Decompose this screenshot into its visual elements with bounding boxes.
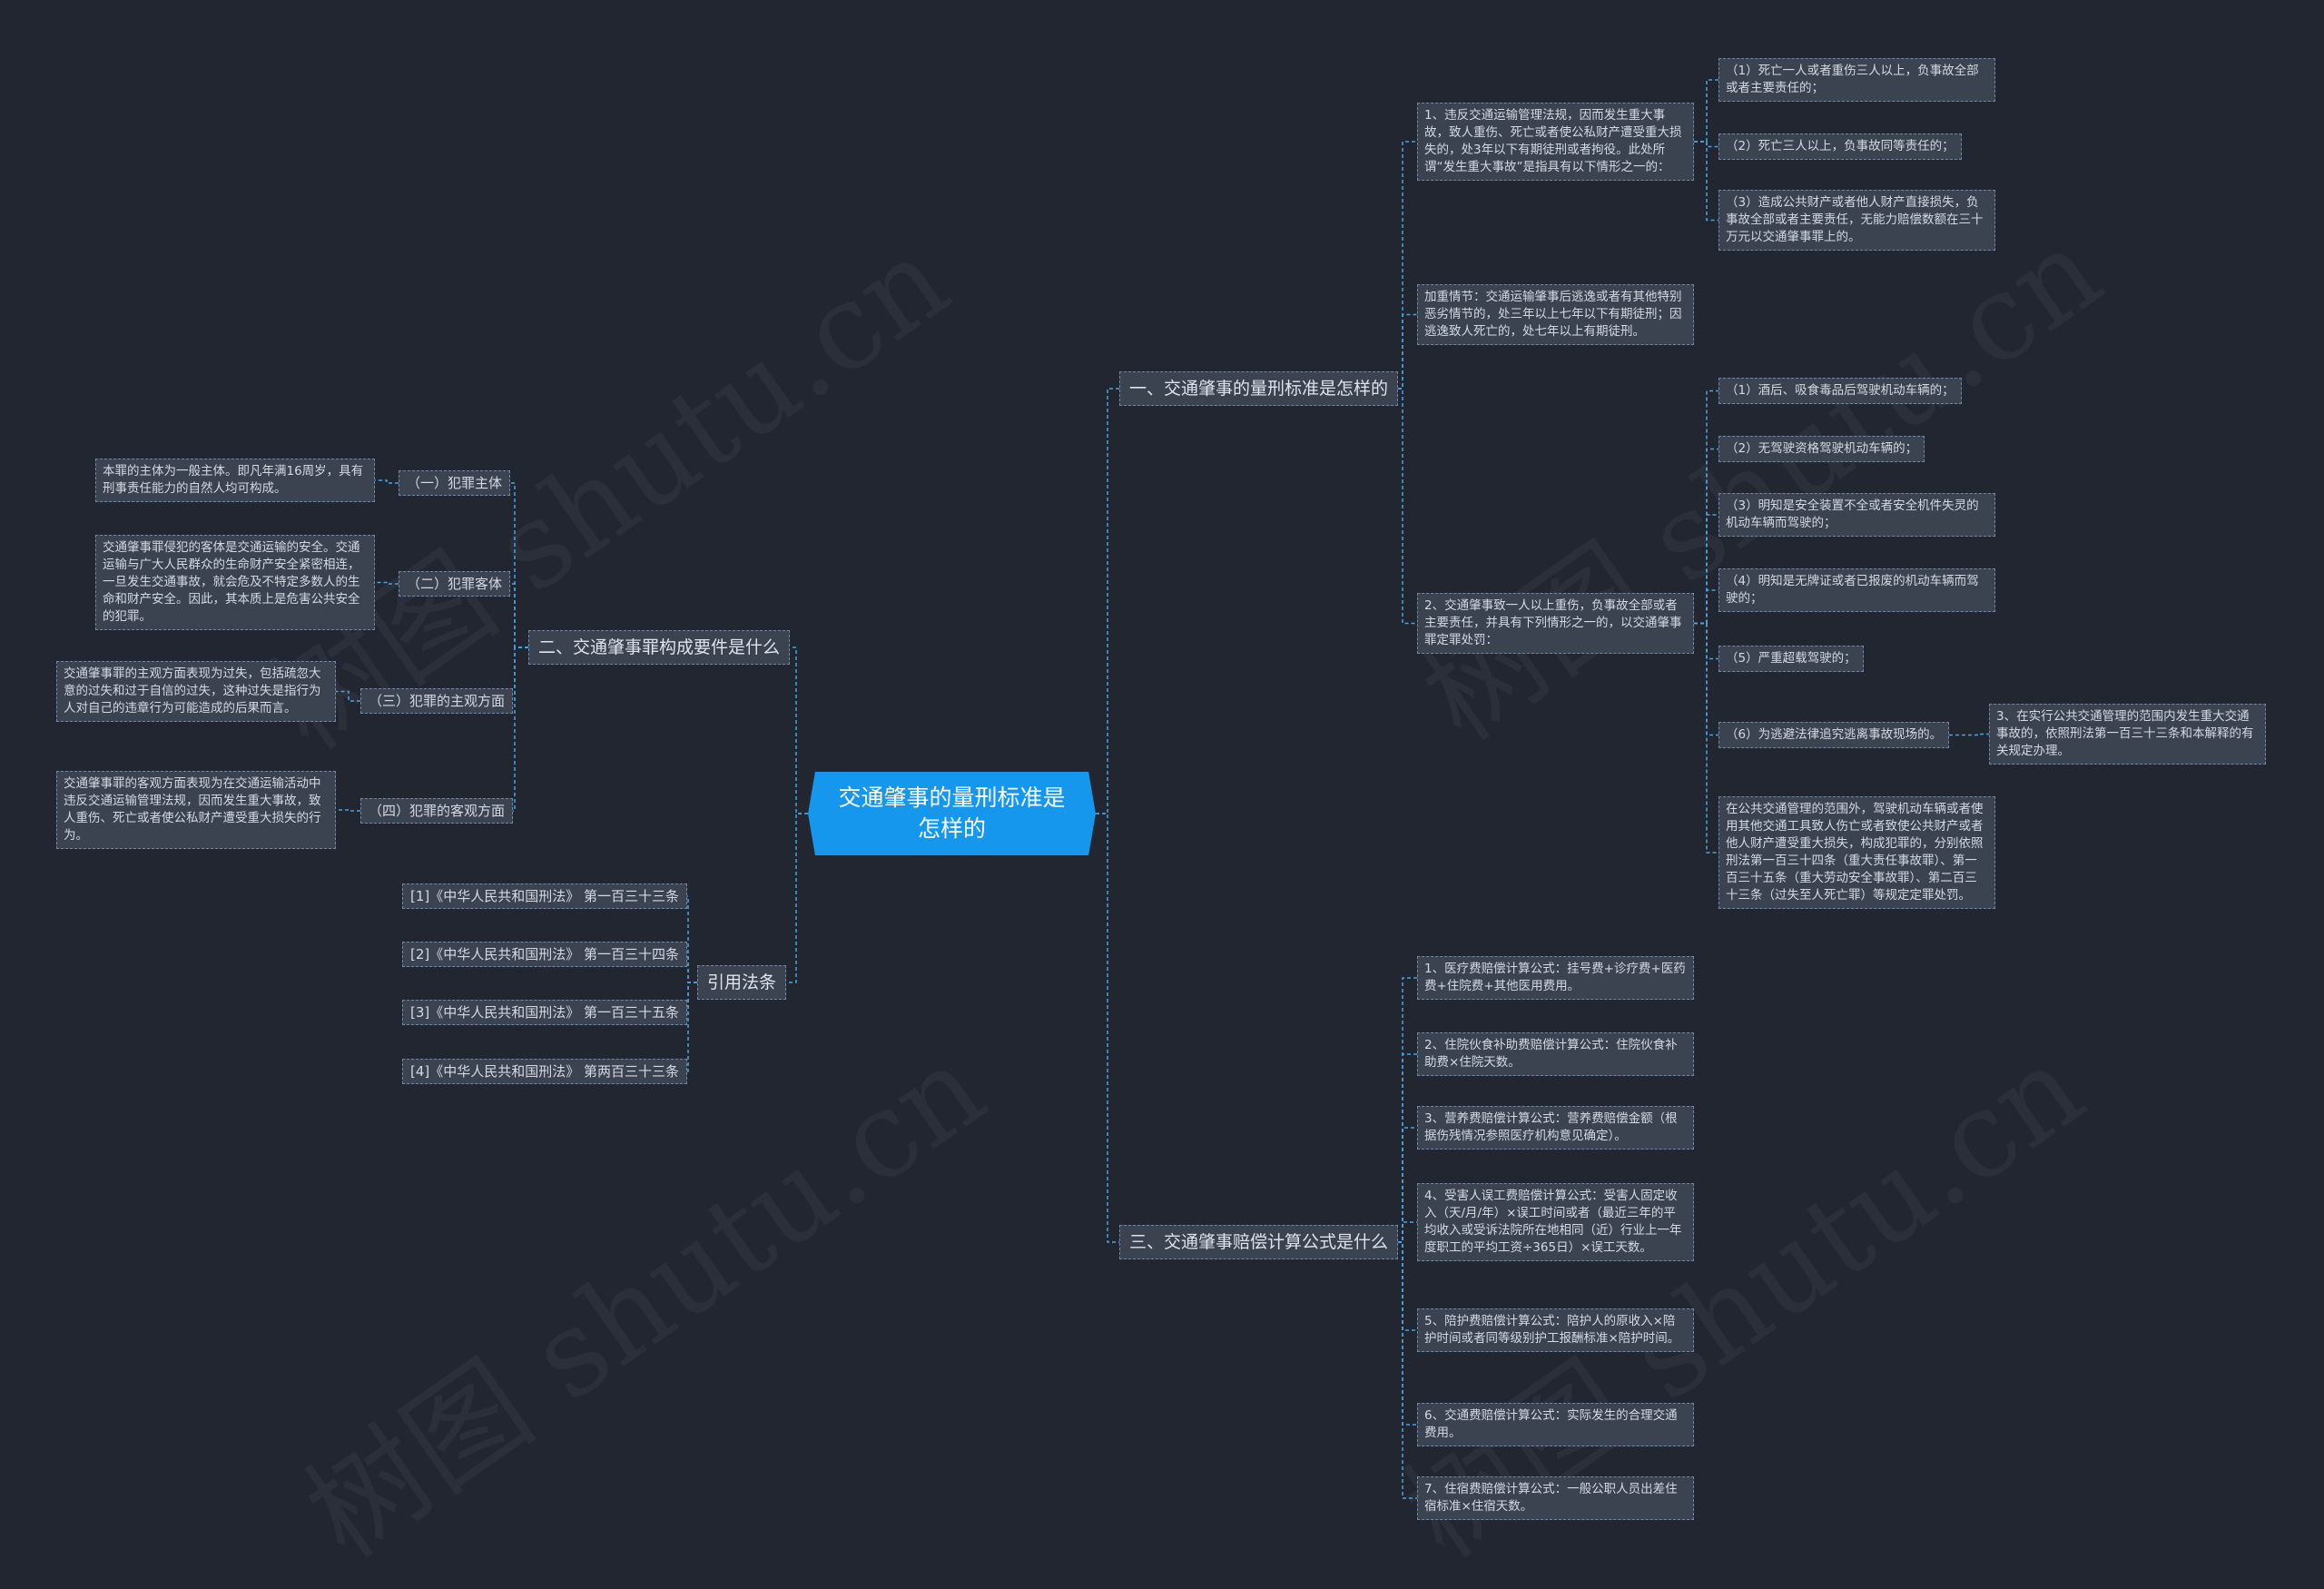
sentencing-item-2-sub[interactable]: （2）无驾驶资格驾驶机动车辆的； — [1718, 436, 1925, 462]
connector-line — [510, 482, 528, 648]
connector-line — [1398, 1221, 1417, 1243]
compensation-formula[interactable]: 3、营养费赔偿计算公式：营养费赔偿金额（根据伤残情况参照医疗机构意见确定）。 — [1417, 1106, 1694, 1150]
compensation-formula[interactable]: 4、受害人误工费赔偿计算公式：受害人固定收入（天/月/年）×误工时间或者（最近三… — [1417, 1183, 1694, 1261]
element-object[interactable]: （二）犯罪客体 — [399, 571, 511, 597]
connector-line — [336, 809, 360, 812]
compensation-formula[interactable]: 6、交通费赔偿计算公式：实际发生的合理交通费用。 — [1417, 1403, 1694, 1446]
connector-line — [1096, 813, 1119, 1243]
element-subject-text[interactable]: 本罪的主体为一般主体。即凡年满16周岁，具有刑事责任能力的自然人均可构成。 — [95, 459, 375, 502]
sentencing-item-1-sub[interactable]: （2）死亡三人以上，负事故同等责任的； — [1718, 133, 1962, 160]
compensation-formula[interactable]: 5、陪护费赔偿计算公式：陪护人的原收入×陪护时间或者同等级别护工报酬标准×陪护时… — [1417, 1308, 1694, 1352]
law-citation[interactable]: [4]《中华人民共和国刑法》 第两百三十三条 — [402, 1059, 688, 1084]
connector-line — [1694, 622, 1718, 660]
root-topic[interactable]: 交通肇事的量刑标准是怎样的 — [808, 772, 1096, 855]
element-subjective[interactable]: （三）犯罪的主观方面 — [360, 688, 514, 714]
connector-line — [513, 646, 528, 812]
sentencing-item-2[interactable]: 2、交通肇事致一人以上重伤，负事故全部或者主要责任，并具有下列情形之一的，以交通… — [1417, 593, 1694, 654]
connector-line — [1398, 1053, 1417, 1243]
branch-constitutive-elements[interactable]: 二、交通肇事罪构成要件是什么 — [528, 630, 791, 665]
element-subject[interactable]: （一）犯罪主体 — [399, 470, 511, 496]
connector-line — [1398, 313, 1417, 390]
connector-line — [1694, 622, 1718, 736]
connector-line — [1694, 141, 1718, 222]
element-subjective-text[interactable]: 交通肇事罪的主观方面表现为过失，包括疏忽大意的过失和过于自信的过失，这种过失是指… — [56, 661, 336, 722]
connector-line — [375, 479, 399, 484]
sentencing-item-2-sub[interactable]: 在公共交通管理的范围外，驾驶机动车辆或者使用其他交通工具致人伤亡或者致使公共财产… — [1718, 796, 1995, 909]
connector-line — [510, 583, 528, 648]
law-citation[interactable]: [3]《中华人民共和国刑法》 第一百三十五条 — [402, 1000, 688, 1025]
connector-line — [1694, 622, 1718, 854]
compensation-formula[interactable]: 7、住宿费赔偿计算公式：一般公职人员出差住宿标准×住宿天数。 — [1417, 1476, 1694, 1520]
connector-line — [1398, 1127, 1417, 1243]
sentencing-item-2-sub-detail[interactable]: 3、在实行公共交通管理的范围内发生重大交通事故的，依照刑法第一百三十三条和本解释… — [1989, 704, 2266, 765]
connector-line — [336, 690, 360, 702]
aggravating-circumstance[interactable]: 加重情节：交通运输肇事后逃逸或者有其他特别恶劣情节的，处三年以上七年以下有期徒刑… — [1417, 284, 1694, 345]
connector-line — [786, 813, 808, 983]
element-object-text[interactable]: 交通肇事罪侵犯的客体是交通运输的安全。交通运输与广大人民群众的生命财产安全紧密相… — [95, 535, 375, 630]
law-citation[interactable]: [1]《中华人民共和国刑法》 第一百三十三条 — [402, 883, 688, 909]
connector-line — [1096, 388, 1119, 814]
element-objective[interactable]: （四）犯罪的客观方面 — [360, 798, 514, 824]
compensation-formula[interactable]: 1、医疗费赔偿计算公式：挂号费+诊疗费+医药费+住院费+其他医用费用。 — [1417, 956, 1694, 1000]
connector-line — [375, 581, 399, 585]
connector-line — [1398, 141, 1417, 390]
sentencing-item-1-sub[interactable]: （3）造成公共财产或者他人财产直接损失，负事故全部或者主要责任，无能力赔偿数额在… — [1718, 190, 1995, 251]
branch-cited-laws[interactable]: 引用法条 — [697, 965, 787, 1000]
sentencing-item-2-sub[interactable]: （4）明知是无牌证或者已报废的机动车辆而驾驶的； — [1718, 568, 1995, 612]
compensation-formula[interactable]: 2、住院伙食补助费赔偿计算公式：住院伙食补助费×住院天数。 — [1417, 1032, 1694, 1076]
connector-line — [790, 646, 808, 814]
connector-line — [1398, 977, 1417, 1243]
sentencing-item-2-sub[interactable]: （6）为逃避法律追究逃离事故现场的。 — [1718, 722, 1950, 748]
sentencing-item-2-sub[interactable]: （5）严重超载驾驶的； — [1718, 646, 1864, 672]
connector-line — [1398, 1241, 1417, 1426]
sentencing-item-2-sub[interactable]: （3）明知是安全装置不全或者安全机件失灵的机动车辆而驾驶的； — [1718, 493, 1995, 537]
connector-line — [1398, 388, 1417, 625]
connector-line — [1694, 589, 1718, 625]
branch-compensation-formula[interactable]: 三、交通肇事赔偿计算公式是什么 — [1119, 1225, 1399, 1259]
law-citation[interactable]: [2]《中华人民共和国刑法》 第一百三十四条 — [402, 942, 688, 967]
branch-sentencing-standard[interactable]: 一、交通肇事的量刑标准是怎样的 — [1119, 371, 1399, 406]
connector-line — [687, 953, 697, 983]
connector-line — [687, 982, 697, 1072]
sentencing-item-2-sub[interactable]: （1）酒后、吸食毒品后驾驶机动车辆的； — [1718, 378, 1962, 404]
connector-line — [1398, 1241, 1417, 1499]
sentencing-item-1[interactable]: 1、违反交通运输管理法规，因而发生重大事故，致人重伤、死亡或者使公私财产遭受重大… — [1417, 103, 1694, 181]
element-objective-text[interactable]: 交通肇事罪的客观方面表现为在交通运输活动中违反交通运输管理法规，因而发生重大事故… — [56, 771, 336, 849]
connector-line — [1398, 1241, 1417, 1331]
connector-line — [687, 895, 697, 983]
connector-line — [1694, 79, 1718, 143]
sentencing-item-1-sub[interactable]: （1）死亡一人或者重伤三人以上，负事故全部或者主要责任的； — [1718, 58, 1995, 102]
